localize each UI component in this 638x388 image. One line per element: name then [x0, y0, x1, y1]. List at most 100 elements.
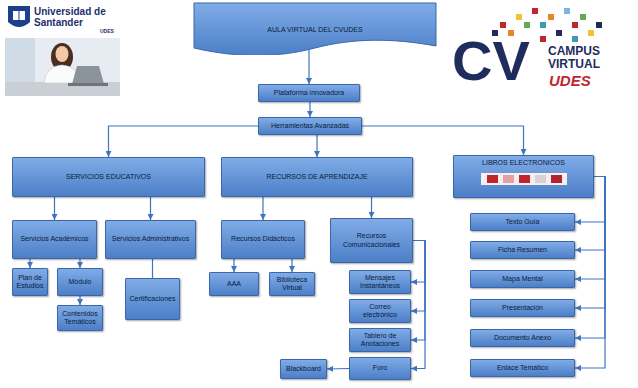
node-text: Blackboard — [283, 365, 324, 373]
node-text: Mapa Mental — [473, 275, 572, 283]
banner-outline — [194, 3, 436, 55]
process-box: Presentación — [470, 299, 575, 317]
logo-pixel — [548, 14, 554, 20]
node-text: Texto Guía — [473, 218, 572, 226]
process-box: SERVICIOS EDUCATIVOS — [12, 157, 205, 197]
connector — [79, 296, 80, 305]
connector — [152, 259, 153, 278]
logo-pixel — [580, 14, 586, 20]
process-box: Plataforma innovadora — [258, 84, 360, 102]
node-text: Presentación — [473, 304, 572, 312]
process-box: Ficha Resumen — [470, 241, 575, 259]
logo-pixel — [540, 36, 546, 42]
ebook-cover — [503, 175, 514, 183]
logo-pixel — [524, 22, 530, 28]
university-logo — [8, 6, 30, 27]
connector — [308, 47, 309, 84]
logo-pixel — [516, 14, 522, 20]
node-text: Certificaciones — [128, 295, 177, 303]
process-box: Texto Guía — [470, 213, 575, 231]
process-box: Servicios Académicos — [12, 220, 97, 259]
process-box: Documento Anexo — [470, 329, 575, 347]
node-text: Enlace Temático — [473, 364, 572, 372]
process-box: Mensajes Instantáneos — [349, 270, 411, 294]
process-box: Enlace Temático — [470, 359, 575, 377]
process-box: Blackboard — [280, 359, 327, 379]
logo-text: CAMPUS VIRTUAL — [548, 45, 620, 70]
node-text: Documento Anexo — [473, 334, 572, 342]
connector — [79, 259, 80, 268]
connector — [233, 259, 234, 272]
logo-pixel — [572, 22, 578, 28]
photo-face — [56, 46, 69, 62]
process-box: Recursos Didácticos — [221, 220, 305, 259]
connector — [575, 177, 605, 369]
connector — [262, 197, 263, 220]
node-text: Servicios Académicos — [15, 235, 94, 243]
logo-pixel — [572, 36, 578, 42]
node-text: Plan de Estudios — [15, 274, 45, 290]
process-box: Contenidos Temáticos — [57, 305, 103, 331]
process-box: Biblioteca Virtual — [269, 272, 315, 296]
ebook-picture — [481, 173, 567, 185]
process-box: Foro — [349, 357, 411, 380]
process-box: LIBROS ELECTRONICOS — [453, 155, 594, 198]
logo-text: UDES — [100, 29, 120, 34]
connector — [327, 368, 349, 370]
process-box: Correo electrónico — [349, 299, 411, 323]
connector — [291, 259, 292, 272]
logo-text: CV — [452, 32, 552, 91]
connector — [411, 241, 425, 369]
photo-desk — [5, 82, 120, 96]
node-text: Contenidos Temáticos — [60, 310, 100, 326]
ebook-strip — [481, 173, 567, 185]
logo-text: Universidad de Santander — [34, 7, 122, 28]
node-text: Tablero de Anotaciones — [352, 332, 408, 348]
node-text: Recursos Comunicacionales — [333, 232, 410, 248]
node-text: Plataforma innovadora — [261, 89, 357, 97]
connector — [29, 259, 30, 268]
process-box: Mapa Mental — [470, 270, 575, 288]
logo-emblem-book — [13, 11, 25, 20]
connector — [109, 126, 259, 157]
connector — [362, 126, 524, 155]
logo-pixel — [500, 22, 506, 28]
node-text: Correo electrónico — [352, 303, 408, 319]
node-text: Biblioteca Virtual — [272, 276, 312, 292]
connector — [411, 241, 425, 312]
node-text: Servicios Administrativos — [108, 235, 193, 243]
connector — [150, 197, 151, 220]
ebook-cover — [551, 175, 562, 183]
node-text: Módulo — [60, 278, 100, 286]
node-text: Herramientas Avanzadas — [261, 122, 359, 130]
ebook-cover — [487, 175, 498, 183]
process-box: Plan de Estudios — [12, 268, 48, 296]
node-text: Ficha Resumen — [473, 246, 572, 254]
node-text: RECURSOS DE APRENDIZAJE — [224, 173, 410, 181]
connector — [371, 197, 372, 218]
process-box: Herramientas Avanzadas — [258, 117, 362, 135]
process-box: Servicios Administrativos — [105, 220, 196, 259]
connector — [575, 177, 605, 339]
process-box: AAA — [209, 272, 259, 296]
photo-laptop — [72, 66, 104, 84]
logo-pixel — [556, 30, 562, 36]
node-text: Recursos Didácticos — [224, 235, 302, 243]
node-text: Mensajes Instantáneos — [352, 274, 408, 290]
connector — [309, 102, 310, 117]
photo-background — [5, 38, 120, 96]
ebook-cover — [535, 175, 546, 183]
logo-pixel — [564, 8, 570, 14]
connector — [54, 197, 55, 220]
node-text: Foro — [352, 364, 408, 372]
logo-pixel — [588, 30, 594, 36]
process-box: Módulo — [57, 268, 103, 296]
process-box: Tablero de Anotaciones — [349, 328, 411, 352]
process-box: Certificaciones — [125, 278, 180, 320]
node-text: AAA — [212, 280, 256, 288]
node-text: LIBROS ELECTRONICOS — [456, 159, 591, 167]
logo-emblem — [8, 6, 30, 27]
process-box: Recursos Comunicacionales — [330, 218, 413, 263]
logo-emblem-spine — [19, 11, 20, 20]
